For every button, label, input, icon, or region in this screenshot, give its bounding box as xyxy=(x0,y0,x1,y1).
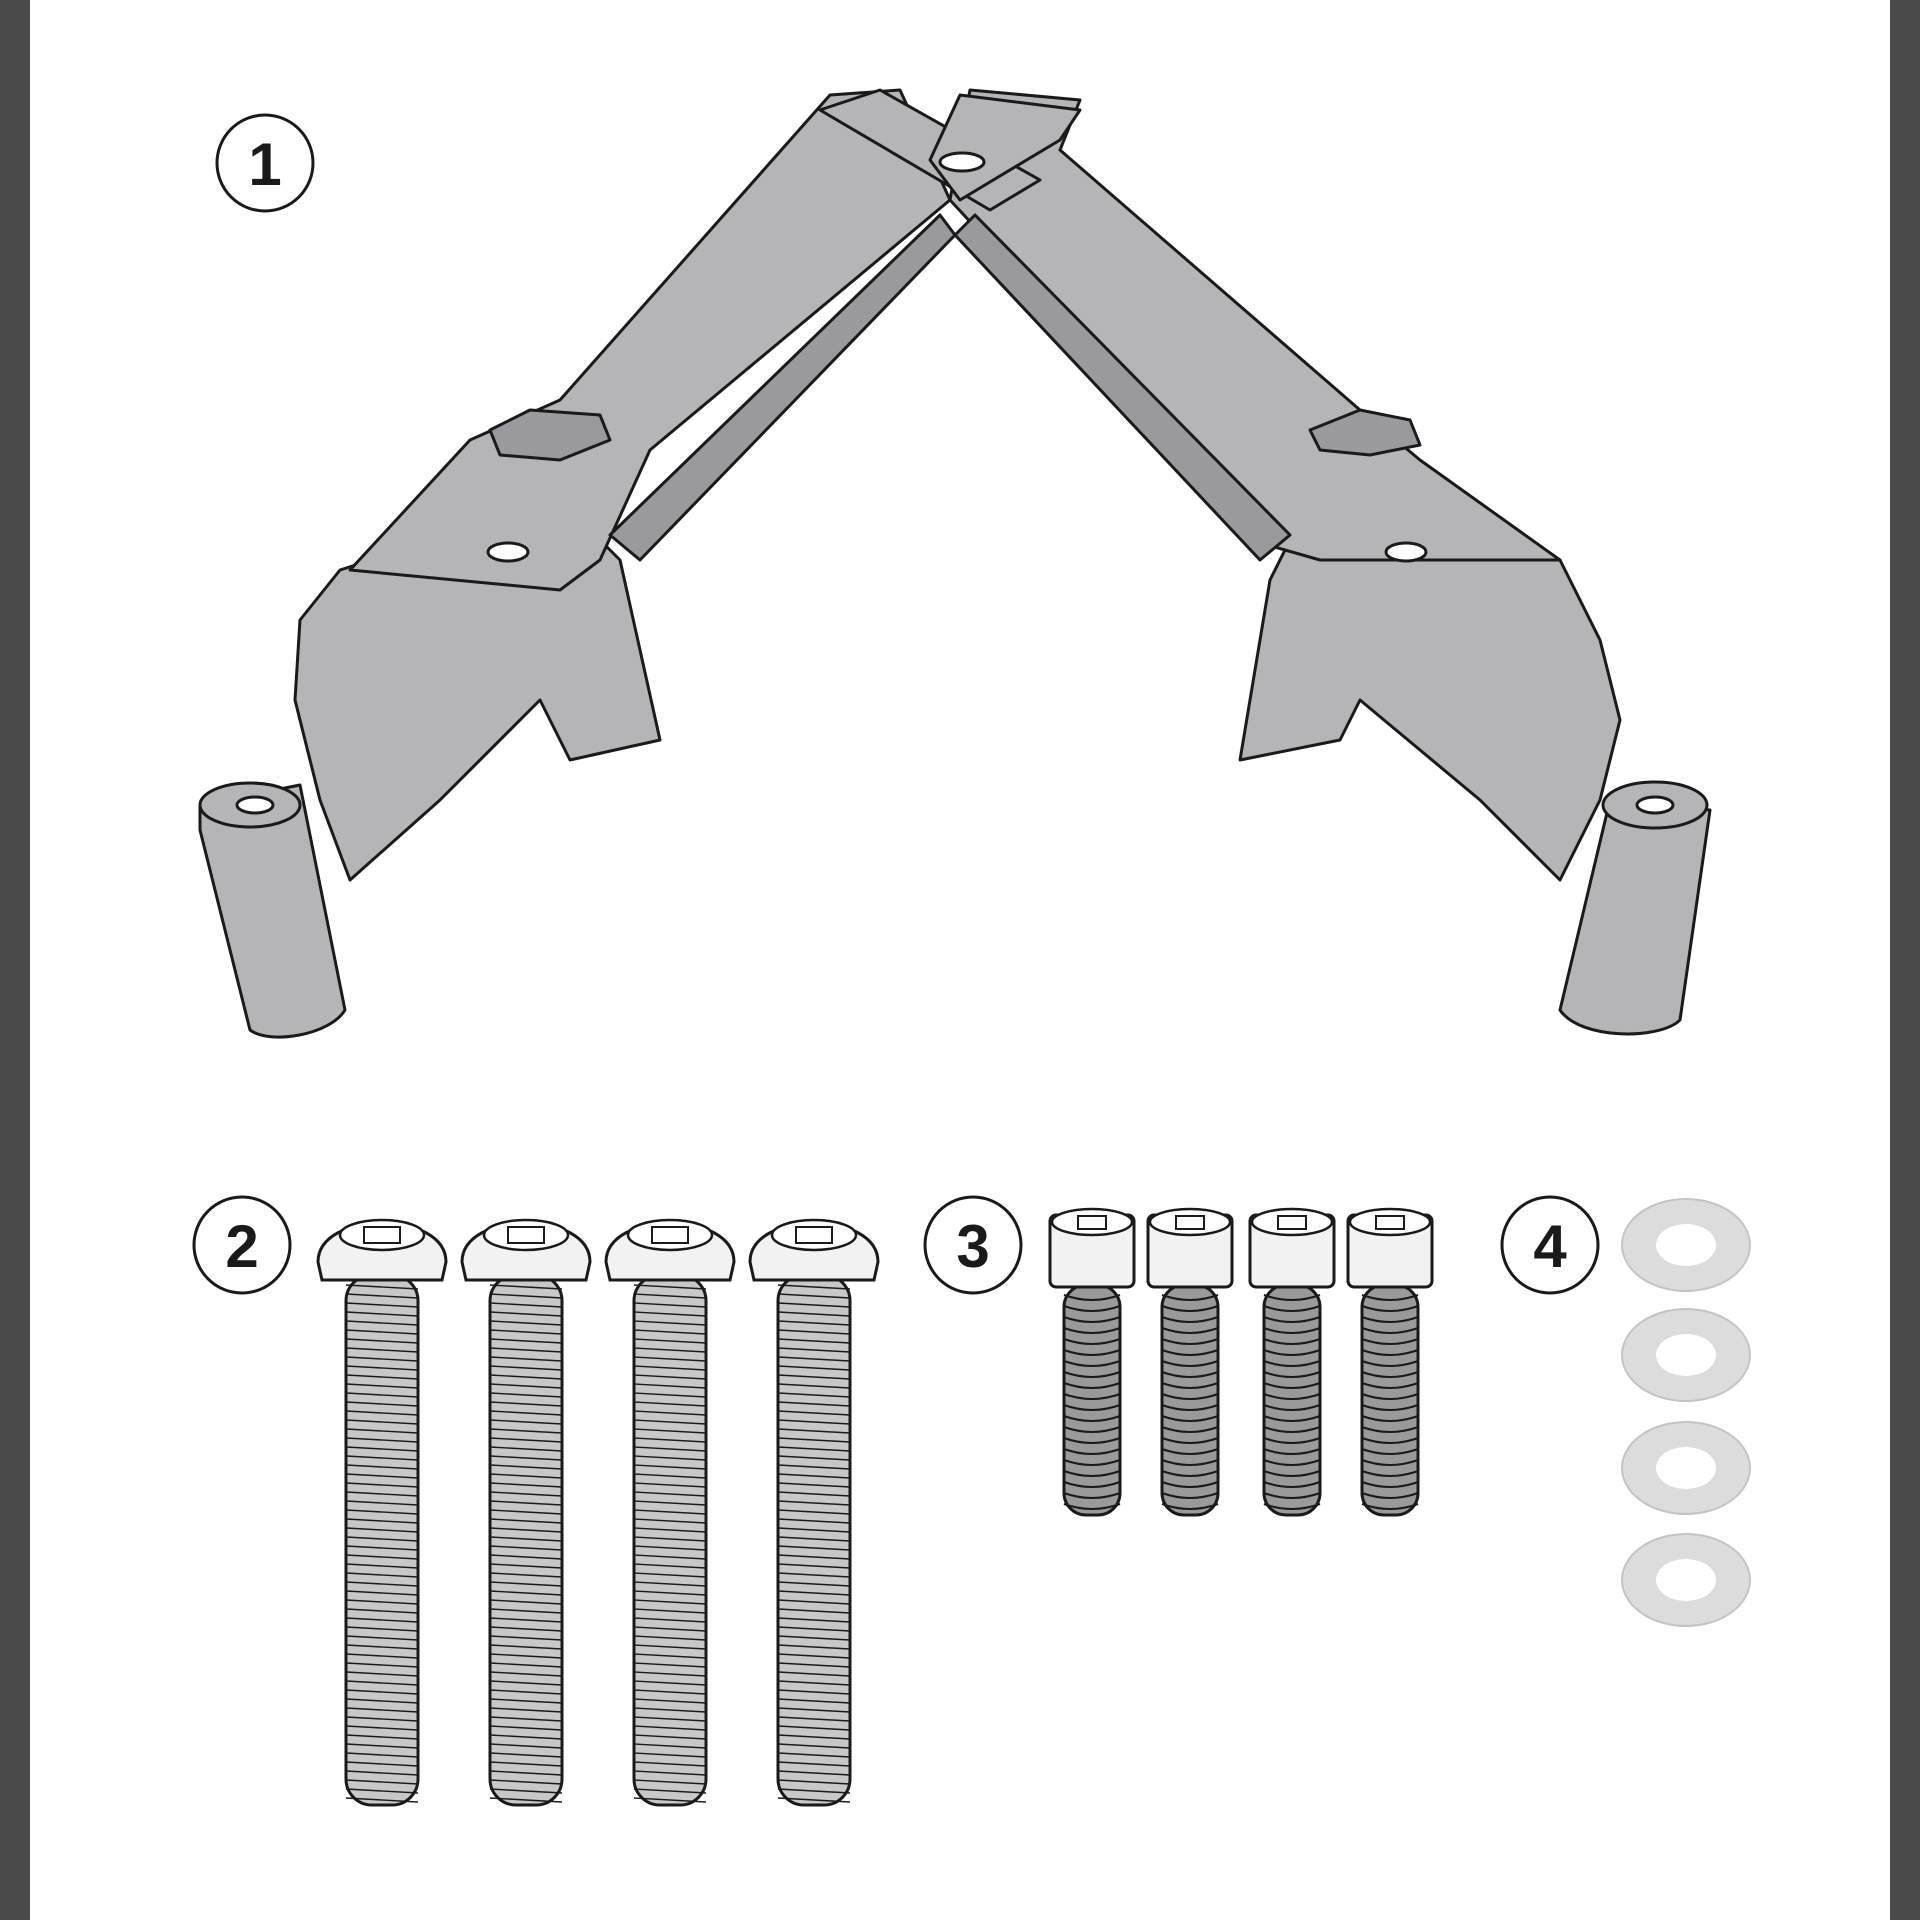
washer xyxy=(1621,1198,1751,1292)
callout-1: 1 xyxy=(215,113,315,213)
callout-3: 3 xyxy=(923,1195,1023,1295)
bracket-right-standoff xyxy=(1558,780,1712,1036)
long-screw xyxy=(460,1218,592,1807)
callout-2: 2 xyxy=(192,1195,292,1295)
bracket-left-standoff xyxy=(198,781,347,1039)
short-screws-group xyxy=(1048,1207,1434,1517)
short-screw xyxy=(1346,1207,1434,1517)
washers-group xyxy=(1621,1198,1751,1627)
callout-4-label: 4 xyxy=(1533,1213,1567,1280)
callout-4: 4 xyxy=(1500,1195,1600,1295)
long-screws-group xyxy=(316,1218,880,1807)
callout-3-label: 3 xyxy=(956,1213,989,1280)
bracket-hole-right xyxy=(1384,541,1428,563)
callout-2-label: 2 xyxy=(225,1213,258,1280)
long-screw xyxy=(316,1218,448,1807)
washer xyxy=(1621,1421,1751,1515)
mounting-bracket xyxy=(198,88,1712,1039)
callout-1-label: 1 xyxy=(248,131,281,198)
bracket-left-flange xyxy=(293,498,662,882)
washer xyxy=(1621,1308,1751,1402)
bracket-right-inner-strip xyxy=(953,213,1292,562)
short-screw xyxy=(1146,1207,1234,1517)
bracket-right-flange xyxy=(1238,518,1622,882)
bracket-hole-left xyxy=(486,541,530,563)
short-screw xyxy=(1048,1207,1136,1517)
bracket-left-slot-tab xyxy=(488,408,612,462)
short-screw xyxy=(1248,1207,1336,1517)
bracket-top-tab-right xyxy=(928,93,1082,202)
bracket-hole-top xyxy=(938,151,986,173)
long-screw xyxy=(604,1218,736,1807)
bracket-right-slot-tab xyxy=(1308,408,1422,457)
long-screw xyxy=(748,1218,880,1807)
washer xyxy=(1621,1533,1751,1627)
